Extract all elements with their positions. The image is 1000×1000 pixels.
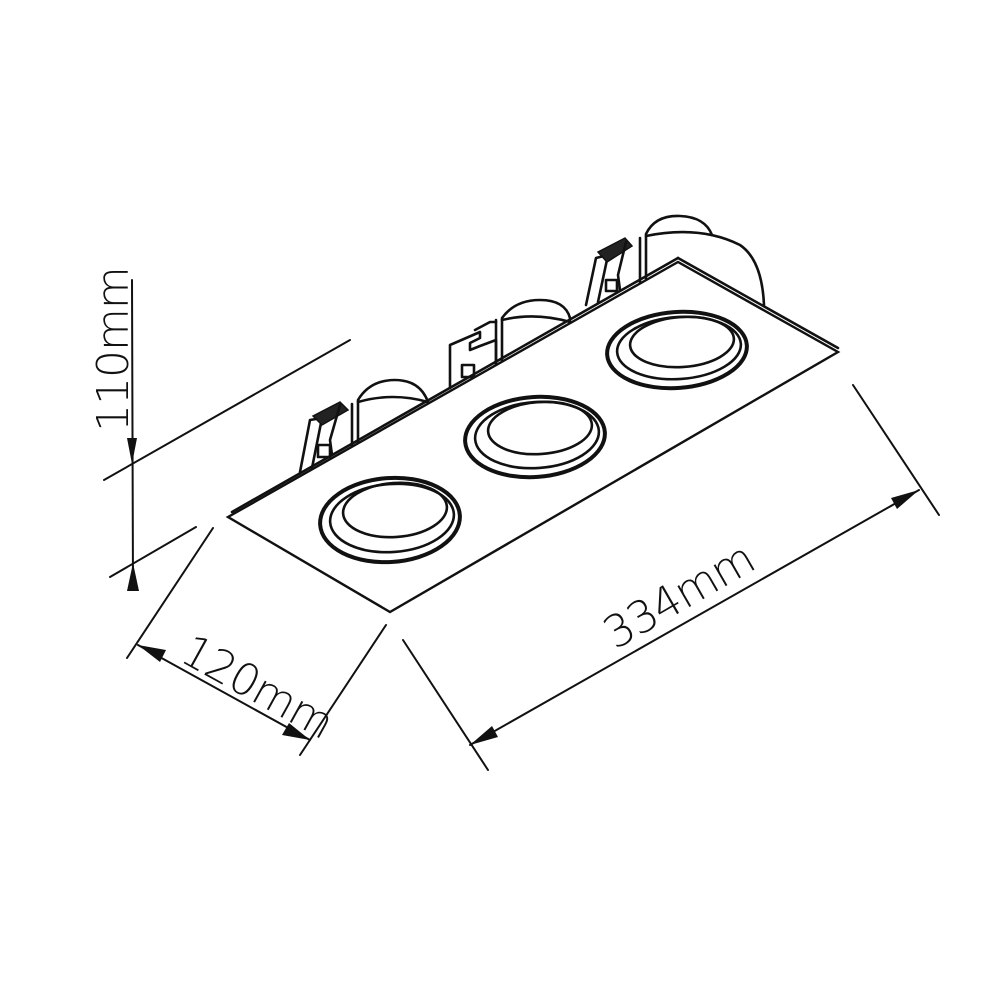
dimension-height: 110mm: [88, 267, 351, 591]
height-label: 110mm: [88, 267, 139, 432]
arrowhead-left: [138, 645, 166, 662]
lamp-ring-1: [318, 475, 462, 565]
arrowhead-length-left: [470, 726, 498, 745]
arrowhead-length-right: [891, 490, 919, 509]
dimension-line-length: [469, 489, 920, 746]
length-label: 334mm: [595, 533, 763, 660]
arrowhead-down: [127, 438, 137, 464]
arrowhead-right: [282, 723, 310, 740]
lamp-ring-2: [463, 394, 607, 480]
extension-line-width-left: [126, 527, 214, 659]
extension-line-length-right: [852, 384, 940, 516]
spring-clip-right: [584, 237, 634, 307]
dimension-line-height: [131, 279, 134, 591]
extension-line-length-left: [402, 639, 489, 771]
lamp-ring-3: [605, 309, 749, 391]
trim-plate: [225, 256, 841, 614]
housing-right: [638, 214, 766, 307]
dimension-line-width: [137, 644, 311, 741]
width-label: 120mm: [173, 625, 342, 749]
extension-line-bottom: [109, 526, 197, 578]
spring-clip-left: [298, 401, 350, 474]
arrowhead-up: [127, 563, 139, 591]
extension-line-top: [103, 339, 351, 481]
extension-line-width-right: [299, 624, 387, 756]
